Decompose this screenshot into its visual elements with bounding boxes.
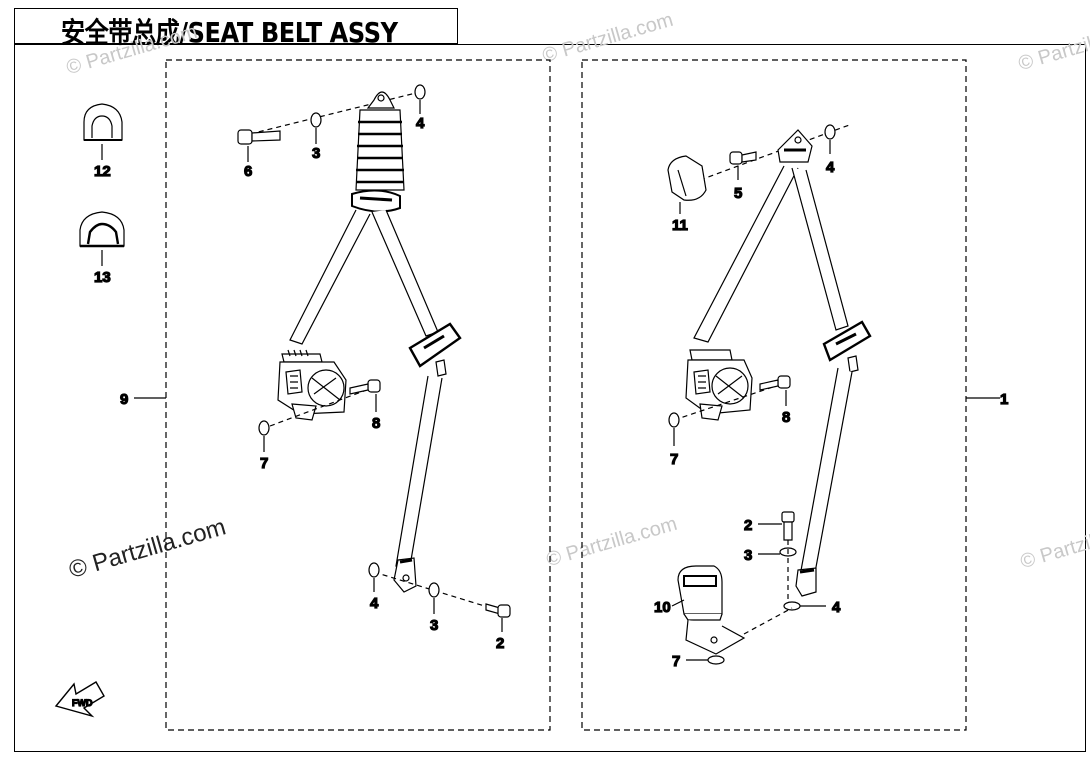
callout-3: 3 <box>312 145 320 162</box>
tongue-plate-part <box>822 320 872 373</box>
callout-11: 11 <box>672 217 688 234</box>
callout-2: 2 <box>744 517 752 534</box>
axis-line <box>249 91 421 135</box>
axis-line <box>743 607 793 635</box>
upper-anchor-part <box>777 129 813 163</box>
diagram-frame <box>14 44 1086 752</box>
washer-3-part <box>428 582 440 598</box>
belt-strap <box>693 165 799 343</box>
cover-13-part <box>79 211 125 248</box>
callout-4: 4 <box>370 595 379 612</box>
fwd-arrow-icon <box>54 681 105 718</box>
washer-4-part <box>824 124 836 140</box>
bolt-2-part <box>485 603 511 618</box>
callout-8: 8 <box>782 409 790 426</box>
callout-4: 4 <box>416 115 425 132</box>
page-title: 安全带总成/SEAT BELT ASSY <box>61 16 398 49</box>
callout-7: 7 <box>672 653 680 670</box>
left-assembly-box <box>165 59 551 731</box>
axis-line <box>673 383 783 421</box>
callout-9: 9 <box>120 391 128 408</box>
callout-13: 13 <box>94 269 111 286</box>
lower-anchor-part <box>393 557 417 593</box>
bolt-8-part <box>349 379 381 395</box>
lower-anchor-part <box>795 567 817 597</box>
callout-3: 3 <box>430 617 438 634</box>
retractor-1-part <box>685 349 753 421</box>
washer-7-part <box>668 412 680 428</box>
bolt-2-part <box>781 511 795 541</box>
callout-8: 8 <box>372 415 380 432</box>
axis-line <box>269 387 373 427</box>
washer-4-part <box>414 84 426 100</box>
cover-12-part <box>83 103 123 141</box>
callout-4: 4 <box>832 599 841 616</box>
callout-7: 7 <box>260 455 268 472</box>
leader-line <box>671 599 685 607</box>
belt-strap <box>799 367 853 579</box>
callout-12: 12 <box>94 163 111 180</box>
cover-11-part <box>667 155 707 201</box>
bolt-8-part <box>759 375 791 391</box>
tongue-plate-part <box>408 322 462 377</box>
belt-strap <box>289 209 371 345</box>
callout-3: 3 <box>744 547 752 564</box>
washer-7-part <box>707 655 725 665</box>
washer-3-part <box>310 112 322 128</box>
washer-4-part <box>368 562 380 578</box>
buckle-10-part <box>677 565 746 655</box>
callout-4: 4 <box>826 159 835 176</box>
washer-7-part <box>258 420 270 436</box>
bolt-5-part <box>729 151 757 165</box>
washer-4-part <box>783 601 801 611</box>
belt-strap <box>791 167 849 331</box>
fwd-label: FWD <box>72 698 93 708</box>
callout-2: 2 <box>496 635 504 652</box>
title-box: 安全带总成/SEAT BELT ASSY <box>14 8 458 49</box>
belt-strap <box>395 375 443 567</box>
callout-6: 6 <box>244 163 252 180</box>
belt-strap <box>371 209 439 337</box>
right-assembly-box <box>581 59 967 731</box>
retractor-9-part <box>277 349 347 421</box>
callout-1: 1 <box>1000 391 1008 408</box>
axis-line <box>373 571 505 613</box>
callout-7: 7 <box>670 451 678 468</box>
callout-10: 10 <box>654 599 671 616</box>
bolt-6-part <box>237 129 281 145</box>
belt-bellows-part <box>351 91 405 213</box>
callout-5: 5 <box>734 185 742 202</box>
